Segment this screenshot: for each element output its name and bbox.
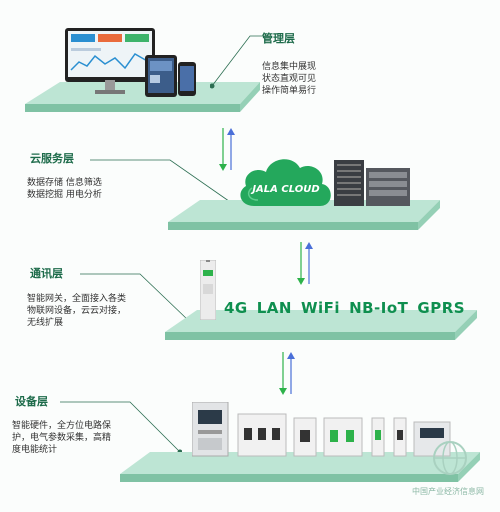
device-platform bbox=[120, 448, 480, 484]
protocol-wifi: WiFi bbox=[300, 299, 341, 317]
management-connector bbox=[210, 30, 270, 90]
arrows-management-cloud bbox=[218, 126, 238, 172]
protocol-4g: 4G bbox=[224, 299, 248, 317]
protocol-list: 4G LAN WiFi NB-IoT GPRS bbox=[224, 299, 465, 317]
cloud-label: JALA CLOUD bbox=[250, 184, 319, 195]
layer-title-cloud: 云服务层 bbox=[30, 152, 74, 165]
layer-desc-comm: 智能网关，全面接入各类 物联网设备，云云对接， 无线扩展 bbox=[27, 294, 127, 328]
monitor-device bbox=[65, 28, 155, 98]
comm-platform bbox=[165, 306, 477, 342]
layer-title-management: 管理层 bbox=[262, 32, 295, 45]
layer-title-device: 设备层 bbox=[15, 395, 48, 408]
hardware-row bbox=[192, 402, 462, 460]
gateway-device bbox=[200, 260, 216, 320]
layer-title-comm: 通讯层 bbox=[30, 267, 63, 280]
tablet-device bbox=[145, 55, 177, 97]
server-rack-icon bbox=[334, 160, 410, 208]
protocol-nbiot: NB-IoT bbox=[349, 299, 409, 317]
phone-device bbox=[178, 62, 196, 96]
layer-desc-cloud: 数据存储 信息筛选 数据挖掘 用电分析 bbox=[27, 178, 102, 200]
protocol-gprs: GPRS bbox=[417, 299, 466, 317]
watermark-logo-icon bbox=[432, 440, 468, 476]
arrows-cloud-comm bbox=[296, 240, 316, 286]
arrows-comm-device bbox=[278, 350, 298, 396]
layer-desc-management: 信息集中展现 状态直观可见 操作简单易行 bbox=[262, 62, 317, 96]
watermark-text: 中国产业经济信息网 bbox=[412, 487, 484, 496]
layer-desc-device: 智能硬件，全方位电路保 护，电气参数采集，高精 度电能统计 bbox=[12, 421, 112, 455]
protocol-lan: LAN bbox=[256, 299, 292, 317]
cloud-icon: JALA CLOUD bbox=[236, 150, 336, 212]
management-platform bbox=[25, 78, 260, 114]
